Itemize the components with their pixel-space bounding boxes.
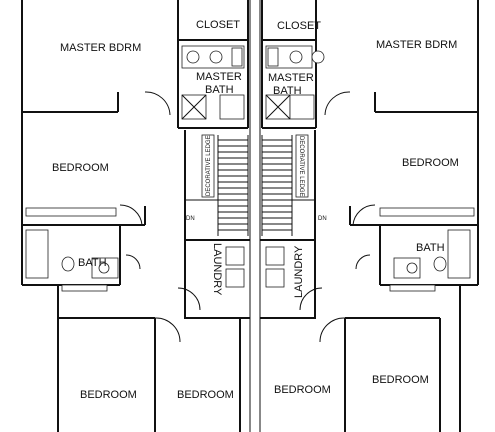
stairs — [186, 134, 316, 236]
label-closet-right: CLOSET — [277, 20, 321, 32]
walls — [21, 0, 479, 432]
label-bedroom-bl-1: BEDROOM — [80, 389, 137, 401]
label-laundry-right: LAUNDRY — [293, 245, 305, 298]
label-ledge-left: DECORATIVE LEDGE — [206, 135, 212, 196]
doors — [119, 91, 376, 343]
label-master-bath-right-2: BATH — [273, 85, 302, 97]
label-bedroom-mid-right: BEDROOM — [402, 157, 459, 169]
label-master-left: MASTER BDRM — [60, 42, 141, 54]
label-master-bath-left-1: MASTER — [196, 71, 242, 83]
label-bedroom-br-1: BEDROOM — [274, 384, 331, 396]
label-bedroom-br-2: BEDROOM — [372, 374, 429, 386]
label-master-bath-right-1: MASTER — [268, 72, 314, 84]
label-dn-left: DN — [186, 216, 195, 222]
fixtures — [25, 45, 475, 292]
label-bath-right: BATH — [416, 242, 445, 254]
label-laundry-left: LAUNDRY — [211, 243, 223, 296]
label-bath-left: BATH — [78, 257, 107, 269]
label-master-right: MASTER BDRM — [376, 39, 457, 51]
label-closet-left: CLOSET — [196, 19, 240, 31]
label-bedroom-mid-left: BEDROOM — [52, 162, 109, 174]
room-labels: MASTER BDRM MASTER BDRM CLOSET CLOSET MA… — [52, 19, 459, 401]
label-ledge-right: DECORATIVE LEDGE — [298, 136, 304, 197]
label-dn-right: DN — [318, 216, 327, 222]
label-master-bath-left-2: BATH — [205, 84, 234, 96]
label-bedroom-bl-2: BEDROOM — [177, 389, 234, 401]
